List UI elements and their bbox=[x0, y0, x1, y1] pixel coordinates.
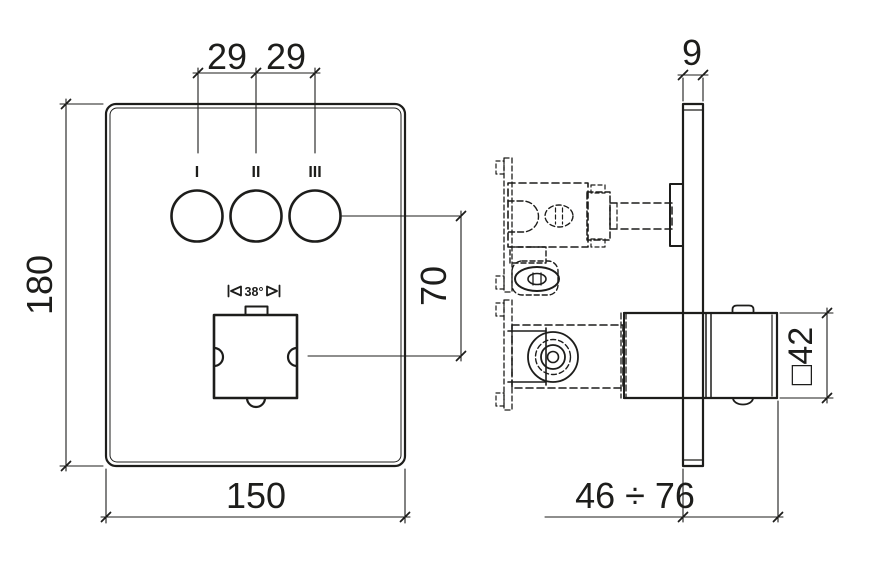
plate-profile bbox=[681, 102, 705, 468]
cartridge-circle bbox=[540, 344, 566, 370]
knob-notch-bottom bbox=[245, 396, 267, 409]
tick bbox=[309, 67, 321, 79]
outlet-label-1: I bbox=[195, 164, 199, 181]
upper-valve-body-hidden bbox=[495, 157, 673, 293]
knob-grip-tab-bottom bbox=[732, 397, 754, 406]
wall-plate-side bbox=[681, 102, 705, 468]
push-button-2 bbox=[229, 189, 283, 243]
tick bbox=[772, 511, 784, 523]
outlet-label-2: II bbox=[252, 164, 261, 181]
side-view bbox=[495, 102, 779, 468]
lug-neck-hidden bbox=[509, 246, 547, 264]
knob-notch-right bbox=[286, 346, 299, 368]
tick bbox=[677, 69, 689, 81]
flange-step bbox=[590, 184, 606, 194]
stop-arrow-right-icon bbox=[266, 285, 278, 297]
tick bbox=[60, 460, 72, 472]
lug-screw-boss bbox=[514, 266, 560, 292]
knob-notch-left bbox=[212, 346, 225, 368]
mounting-strip-upper bbox=[503, 157, 513, 293]
tick bbox=[399, 511, 411, 523]
temperature-stop-marking: 38° bbox=[227, 284, 281, 299]
outlet-label-3: III bbox=[308, 164, 321, 181]
dim-plate-thickness: 9 bbox=[677, 32, 709, 102]
tick bbox=[821, 392, 833, 404]
stop-arrow-left-icon bbox=[230, 285, 242, 297]
knob-grip-tab-top bbox=[731, 304, 755, 314]
dim-text-70: 70 bbox=[413, 266, 454, 306]
dim-installation-depth: 46 ÷ 76 bbox=[544, 400, 784, 523]
dim-text-46-76: 46 ÷ 76 bbox=[575, 475, 695, 516]
tick bbox=[60, 98, 72, 110]
cartridge-dome bbox=[527, 331, 579, 383]
tick bbox=[677, 511, 689, 523]
tick bbox=[192, 67, 204, 79]
dim-text-42: □42 bbox=[782, 327, 820, 385]
temperature-knob-side bbox=[622, 304, 779, 406]
tick bbox=[250, 67, 262, 79]
dim-handles-to-knob: 70 bbox=[307, 210, 467, 362]
temperature-knob-tab bbox=[244, 305, 269, 316]
tick bbox=[455, 210, 467, 222]
mounting-tab bbox=[495, 160, 505, 175]
push-button-1 bbox=[170, 189, 224, 243]
valve-body-port-detail bbox=[544, 204, 574, 228]
tick bbox=[697, 69, 709, 81]
dim-plate-height: 180 bbox=[19, 98, 104, 472]
dim-text-29-right: 29 bbox=[266, 36, 306, 77]
mounting-tab bbox=[495, 392, 505, 407]
dim-text-29-left: 29 bbox=[207, 36, 247, 77]
mounting-strip-lower bbox=[503, 299, 513, 411]
cartridge-circle-hidden bbox=[534, 338, 572, 376]
dim-plate-width: 150 bbox=[100, 468, 411, 524]
mounting-tab bbox=[495, 302, 505, 317]
push-button-3 bbox=[288, 189, 342, 243]
tick bbox=[821, 307, 833, 319]
lug-screw-slot bbox=[527, 272, 547, 286]
valve-body-cup-detail bbox=[507, 200, 540, 233]
dim-knob-square: □42 bbox=[779, 307, 834, 404]
flange-step bbox=[590, 238, 606, 248]
dim-handle-spacing: 29 29 bbox=[192, 36, 321, 154]
mounting-tab bbox=[495, 275, 505, 290]
dim-text-9: 9 bbox=[682, 32, 702, 73]
temperature-stop-text: 38° bbox=[245, 285, 264, 299]
cartridge-flange bbox=[586, 191, 611, 241]
front-view-dimensions: 29 29 180 150 bbox=[19, 36, 467, 524]
tick bbox=[100, 511, 112, 523]
upper-mounting-lug bbox=[509, 246, 560, 296]
valve-body-outline bbox=[507, 182, 589, 248]
dim-text-180: 180 bbox=[19, 255, 60, 315]
dim-text-150: 150 bbox=[226, 475, 286, 516]
tick bbox=[455, 350, 467, 362]
cartridge-spindle bbox=[546, 350, 560, 364]
side-view-dimensions: 9 □42 46 ÷ 76 bbox=[544, 32, 834, 523]
